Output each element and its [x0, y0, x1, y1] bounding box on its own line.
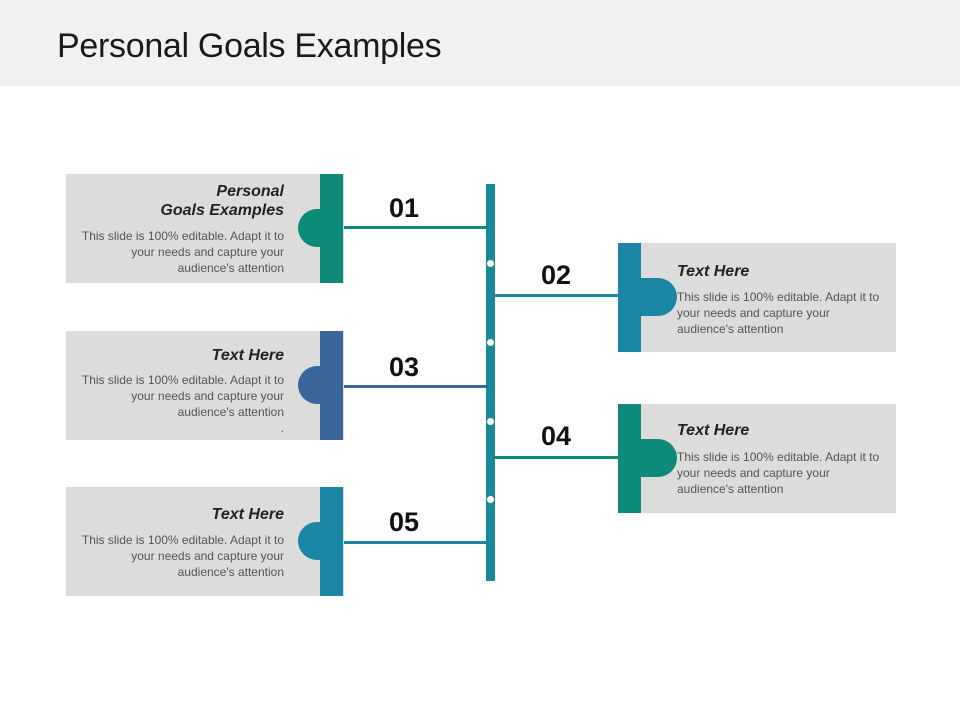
goal-card-04: Text Here This slide is 100% editable. A… [618, 404, 896, 513]
step-number-05: 05 [389, 507, 420, 537]
step-number-01: 01 [389, 193, 420, 223]
card-accent-tab [298, 209, 334, 247]
connector-03 [343, 385, 488, 388]
spine-dot [487, 339, 494, 346]
connector-02 [493, 294, 619, 297]
spine-dot [487, 418, 494, 425]
connector-04 [493, 456, 619, 459]
card-heading: Text Here [677, 263, 750, 280]
card-heading: Personal Goals Examples [160, 183, 284, 219]
goal-card-05: Text Here This slide is 100% editable. A… [66, 487, 344, 596]
card-heading: Text Here [677, 422, 750, 439]
step-number-04: 04 [541, 421, 572, 451]
header-band: Personal Goals Examples [0, 0, 960, 86]
goal-card-01: Personal Goals Examples This slide is 10… [66, 174, 344, 283]
connector-05 [343, 541, 488, 544]
goal-card-03: Text Here This slide is 100% editable. A… [66, 331, 344, 440]
card-body-text: This slide is 100% editable. Adapt it to… [81, 373, 284, 435]
card-heading: Text Here [211, 347, 284, 364]
card-body-text: This slide is 100% editable. Adapt it to… [81, 229, 284, 275]
page-title: Personal Goals Examples [57, 27, 442, 65]
card-accent-bar [618, 243, 641, 352]
card-body-text: This slide is 100% editable. Adapt it to… [81, 533, 284, 579]
card-accent-tab [298, 366, 334, 404]
card-body-text: This slide is 100% editable. Adapt it to… [677, 450, 880, 496]
card-accent-tab [641, 278, 677, 316]
goal-card-02: Text Here This slide is 100% editable. A… [618, 243, 896, 352]
timeline-spine [486, 184, 495, 581]
card-heading: Text Here [211, 506, 284, 523]
step-number-02: 02 [541, 260, 572, 290]
card-body-text: This slide is 100% editable. Adapt it to… [677, 290, 880, 336]
card-accent-bar [618, 404, 641, 513]
spine-dot [487, 260, 494, 267]
connector-01 [343, 226, 488, 229]
spine-dot [487, 496, 494, 503]
card-accent-tab [298, 522, 334, 560]
step-number-03: 03 [389, 352, 420, 382]
card-accent-tab [641, 439, 677, 477]
